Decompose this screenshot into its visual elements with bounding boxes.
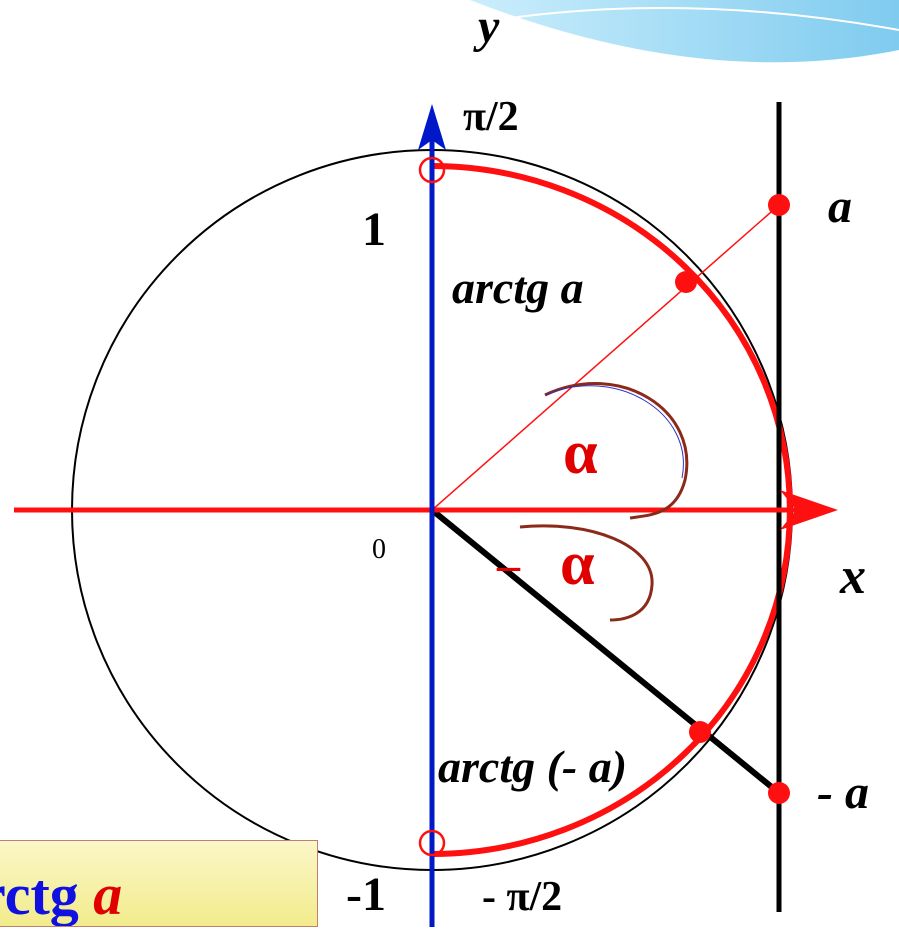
one-label: 1 xyxy=(362,203,386,256)
alpha-label: α xyxy=(563,419,598,487)
open-point-top xyxy=(418,156,446,184)
formula-text: rctg a xyxy=(0,861,123,927)
a-label: a xyxy=(828,180,852,233)
neg-pi-half-label: - π/2 xyxy=(482,874,562,920)
neg-alpha-sign: – xyxy=(496,539,521,590)
neg-one-label: -1 xyxy=(346,868,386,921)
arctg-a-label: arctg a xyxy=(452,262,584,313)
point-neg-a xyxy=(768,782,790,804)
neg-a-label: - a xyxy=(817,766,869,819)
formula-box: rctg a xyxy=(0,840,318,927)
pi-half-label: π/2 xyxy=(463,94,519,140)
formula-prefix: rctg xyxy=(0,862,79,927)
open-point-bottom xyxy=(418,829,446,857)
neg-alpha-label: α xyxy=(560,530,595,598)
point-arctg-a xyxy=(675,271,697,293)
header-swoosh-line xyxy=(429,7,899,33)
alpha-arc xyxy=(544,382,689,520)
origin-label: 0 xyxy=(372,534,386,565)
formula-variable: a xyxy=(93,862,123,927)
x-axis-arrow xyxy=(780,490,838,530)
neg-alpha-arc xyxy=(519,524,654,622)
ray-to-neg-a xyxy=(430,507,781,796)
point-a xyxy=(768,194,790,216)
x-axis-label: x xyxy=(839,548,866,605)
point-arctg-neg-a xyxy=(689,721,711,743)
ray-to-a xyxy=(431,204,780,511)
y-axis-label: y xyxy=(473,0,500,53)
header-swoosh xyxy=(470,0,899,63)
arctg-neg-a-label: arctg (- a) xyxy=(438,741,627,792)
neg-alpha-arc-inner xyxy=(544,385,684,479)
y-axis-arrow xyxy=(418,104,446,150)
